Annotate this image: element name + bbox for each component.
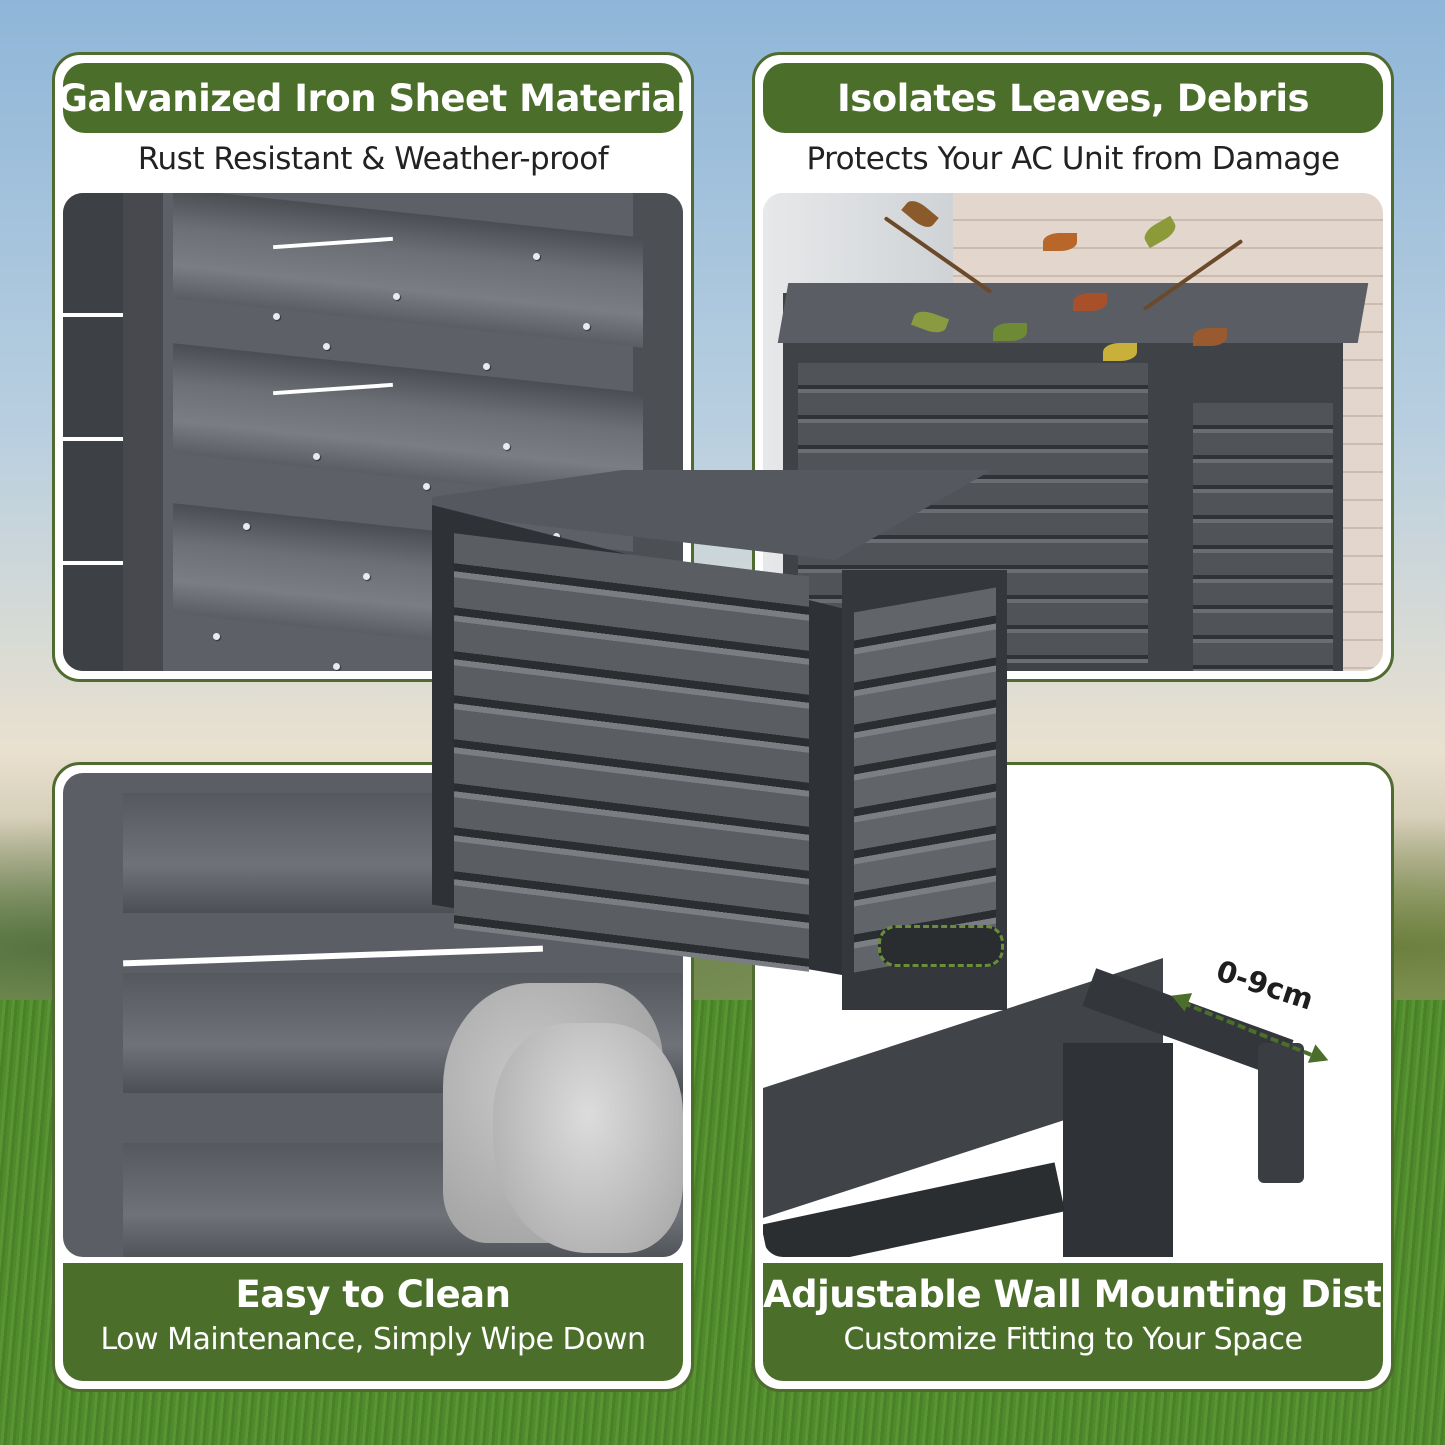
leaf — [1043, 233, 1077, 251]
frame-post — [123, 193, 163, 671]
panel-debris-subtitle: Protects Your AC Unit from Damage — [806, 141, 1340, 177]
bracket-leg — [1063, 1043, 1173, 1257]
leaf — [1140, 215, 1180, 249]
panel-material: Galvanized Iron Sheet Material Rust Resi… — [52, 52, 694, 682]
water-drop — [273, 313, 280, 320]
panel-material-title: Galvanized Iron Sheet Material — [58, 63, 689, 133]
leaf — [1193, 328, 1227, 346]
water-drop — [393, 293, 400, 300]
ac-cover-top — [777, 283, 1369, 343]
panel-clean-subtitle: Low Maintenance, Simply Wipe Down — [100, 1322, 646, 1357]
panel-mounting-caption: Adjustable Wall Mounting Distance Custom… — [763, 1263, 1391, 1381]
water-drop — [323, 343, 330, 350]
gloved-hand — [493, 1023, 683, 1253]
water-drop — [533, 253, 540, 260]
water-drop — [213, 633, 220, 640]
adjustment-plate — [878, 925, 1004, 967]
panel-mounting-subtitle: Customize Fitting to Your Space — [843, 1322, 1303, 1357]
distance-label: 0-9cm — [1212, 953, 1318, 1017]
water-drop — [243, 523, 250, 530]
arrow-head-right-icon — [1307, 1044, 1333, 1070]
ac-cover-product-image — [432, 470, 1032, 1015]
water-drop — [333, 663, 340, 670]
louver-slat — [173, 193, 643, 348]
ac-cover-side-slats — [1193, 403, 1333, 671]
panel-mounting-title: Adjustable Wall Mounting Distance — [763, 1273, 1391, 1316]
leaf — [993, 323, 1027, 341]
water-drop — [423, 483, 430, 490]
water-drop — [363, 573, 370, 580]
wall-mount-plate — [1258, 1043, 1304, 1183]
louver-closeup-image — [63, 193, 683, 671]
product-side-louvers — [854, 587, 996, 973]
leaf — [1103, 343, 1137, 361]
panel-debris-title: Isolates Leaves, Debris — [763, 63, 1383, 133]
panel-clean-title: Easy to Clean — [235, 1273, 512, 1316]
panel-material-subtitle: Rust Resistant & Weather-proof — [137, 141, 609, 177]
product-front-louvers — [454, 533, 809, 972]
water-drop — [483, 363, 490, 370]
water-drop — [313, 453, 320, 460]
water-drop — [583, 323, 590, 330]
panel-clean-caption: Easy to Clean Low Maintenance, Simply Wi… — [63, 1263, 683, 1381]
leaf — [1073, 293, 1107, 311]
frame-left — [63, 193, 123, 671]
water-drop — [503, 443, 510, 450]
